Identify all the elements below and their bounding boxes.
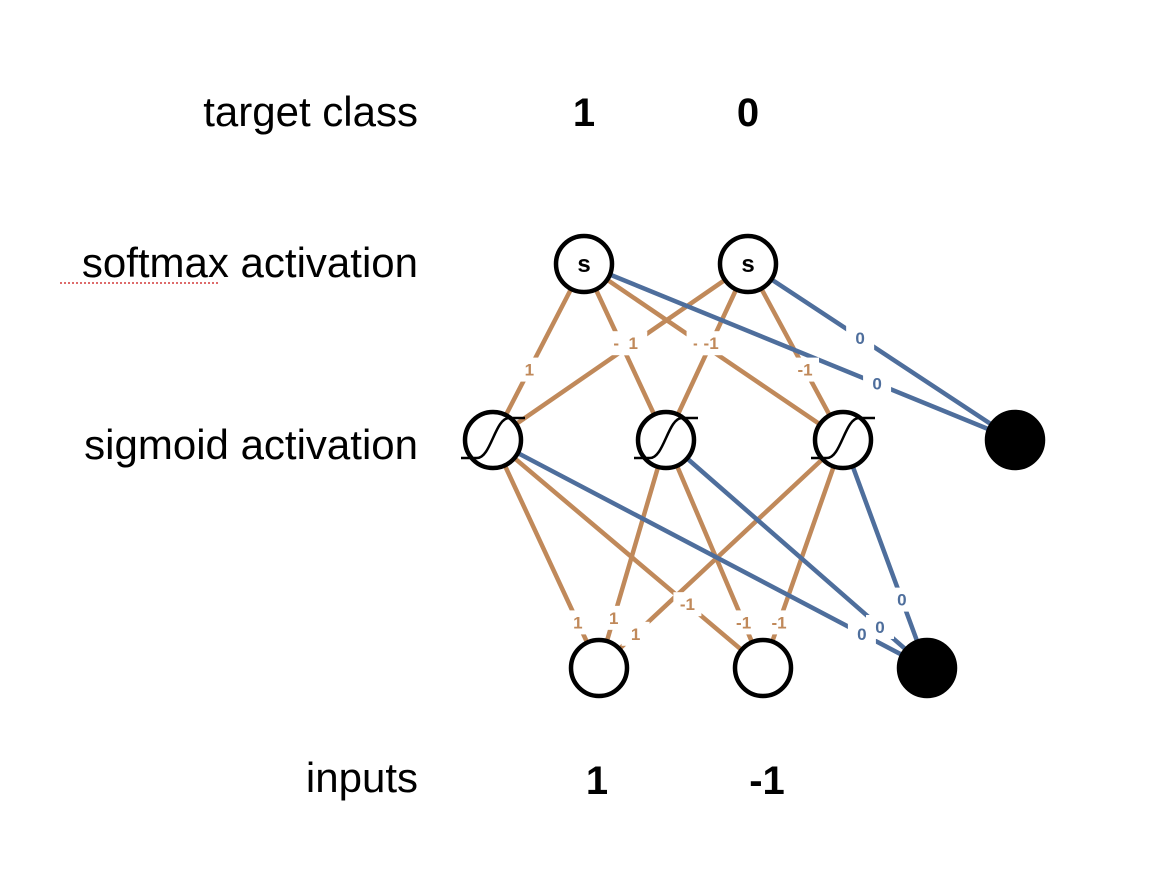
row-label-target-class: target class (203, 88, 418, 135)
bias-edge-bo-o2 (745, 261, 1018, 443)
softmax-node-2 (717, 233, 779, 295)
softmax-node-1 (553, 233, 615, 295)
bias-edge-bh-h3 (840, 437, 930, 671)
weight-label-h3-o2: -1 (797, 361, 812, 380)
target-class-value-2: 0 (737, 91, 759, 135)
bias-label-o1-bg (863, 371, 892, 396)
bias-label-o1: 0 (872, 375, 881, 394)
bias-label-h2: 0 (875, 618, 884, 637)
row-label-inputs: inputs (306, 754, 418, 801)
weight-label-h1-o1-bg (515, 357, 544, 382)
weight-label-i2-h1: -1 (680, 595, 695, 614)
weight-label-i1-h1-bg (563, 610, 592, 635)
weight-label-i2-h3: -1 (771, 613, 786, 632)
bias-label-h1: 0 (857, 625, 866, 644)
weight-label-i1-h2: 1 (609, 609, 618, 628)
weight-label-i1-h1: 1 (573, 613, 582, 632)
input-value-1: 1 (586, 759, 608, 803)
weight-label-h2-o2-bg (697, 331, 726, 356)
input-node-2 (732, 637, 794, 699)
bias-label-o2-bg (846, 325, 875, 350)
weight-label-h2-o2: -1 (704, 334, 719, 353)
bias-label-h3-bg (887, 587, 916, 612)
weight-label-i2-h2-bg (729, 610, 758, 635)
bias-node-output-layer (984, 409, 1046, 471)
weight-label-i2-h2: -1 (736, 613, 751, 632)
target-class-value-1: 1 (573, 91, 595, 135)
weight-edge-i1-h2 (596, 437, 669, 671)
weight-label-i2-h1-bg (673, 592, 702, 617)
weight-edge-i2-h1 (490, 437, 766, 671)
input-value-2: -1 (749, 759, 785, 803)
weight-label-h1-o1: 1 (525, 361, 534, 380)
weight-edge-h1-o1 (490, 261, 587, 443)
weight-label-h1-o2-bg (619, 331, 648, 356)
weight-label-i1-h3: 1 (631, 625, 640, 644)
row-label-softmax-activation: softmax activation (82, 239, 418, 286)
sigmoid-curve-icon (634, 416, 698, 460)
edges-layer (490, 261, 1018, 671)
weight-label-h3-o2-bg (791, 357, 819, 382)
softmax-node-symbol: s (741, 251, 754, 278)
bias-node-hidden-layer (896, 637, 958, 699)
softmax-node-symbol: s (577, 251, 590, 278)
bias-label-o2: 0 (855, 329, 864, 348)
weight-label-i2-h3-bg (765, 610, 793, 635)
sigmoid-curve-icon (461, 416, 525, 460)
bias-edge-bo-o1 (581, 261, 1018, 443)
sigmoid-curve-icon (811, 416, 875, 460)
input-node-1 (568, 637, 630, 699)
bias-label-h3: 0 (897, 591, 906, 610)
bias-label-h2-bg (866, 614, 895, 639)
row-label-sigmoid-activation: sigmoid activation (84, 421, 418, 468)
weight-label-h1-o2: 1 (629, 334, 638, 353)
weight-label-i1-h3-bg (621, 621, 650, 646)
